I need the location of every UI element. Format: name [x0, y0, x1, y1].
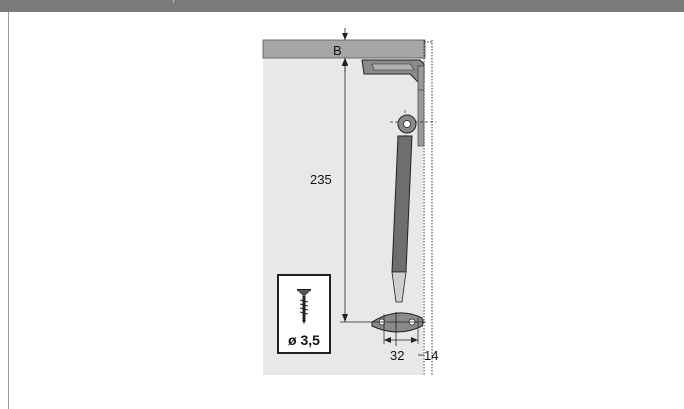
gas-strut — [390, 110, 436, 303]
label-panel: 14 — [424, 348, 439, 363]
screw-spec-box: ø 3,5 — [277, 274, 331, 354]
screw-size-label: ø 3,5 — [288, 332, 320, 348]
door-panel — [423, 40, 433, 375]
label-height: 235 — [310, 172, 332, 187]
dimension-depth — [384, 337, 418, 343]
mounting-bracket — [371, 312, 426, 346]
screw-icon — [297, 289, 311, 324]
top-panel — [262, 39, 426, 59]
label-gap: B — [333, 43, 342, 58]
left-rule — [8, 12, 9, 409]
dimension-gap — [342, 28, 348, 72]
header-bar — [0, 0, 684, 12]
label-depth: 32 — [390, 348, 405, 363]
hinge-bracket — [361, 59, 425, 147]
